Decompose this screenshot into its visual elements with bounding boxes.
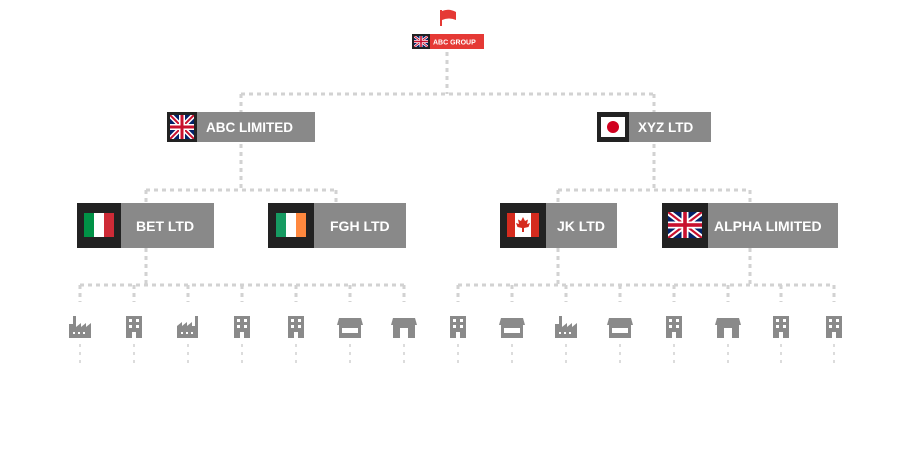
office-building-icon	[288, 316, 304, 338]
node-jk-ltd[interactable]: JK LTD	[500, 203, 617, 248]
node-label: BET LTD	[136, 218, 194, 234]
node-label: ALPHA LIMITED	[714, 218, 822, 234]
node-abc-limited[interactable]: ABC LIMITED	[167, 112, 315, 142]
store-icon	[715, 318, 741, 338]
node-label: ABC GROUP	[433, 40, 476, 47]
node-label: JK LTD	[557, 218, 605, 234]
connector-lines	[78, 52, 836, 366]
node-label: XYZ LTD	[638, 120, 693, 135]
office-building-icon	[234, 316, 250, 338]
store-icon	[499, 318, 525, 338]
node-bet-ltd[interactable]: BET LTD	[77, 203, 214, 248]
store-icon	[337, 318, 363, 338]
office-building-icon	[450, 316, 466, 338]
office-building-icon	[126, 316, 142, 338]
node-label: FGH LTD	[330, 218, 390, 234]
node-xyz-ltd[interactable]: XYZ LTD	[597, 112, 711, 142]
node-alpha-limited[interactable]: ALPHA LIMITED	[662, 203, 838, 248]
red-flag-icon	[440, 9, 456, 26]
store-icon	[607, 318, 633, 338]
office-building-icon	[773, 316, 789, 338]
node-abc-group[interactable]: ABC GROUP	[412, 34, 484, 49]
node-label: ABC LIMITED	[206, 120, 293, 135]
store-icon	[391, 318, 417, 338]
factory-icon	[69, 316, 91, 338]
factory-icon	[555, 316, 577, 338]
node-fgh-ltd[interactable]: FGH LTD	[268, 203, 406, 248]
office-building-icon	[666, 316, 682, 338]
facility-icons	[69, 316, 842, 338]
factory-icon	[177, 316, 198, 338]
office-building-icon	[826, 316, 842, 338]
